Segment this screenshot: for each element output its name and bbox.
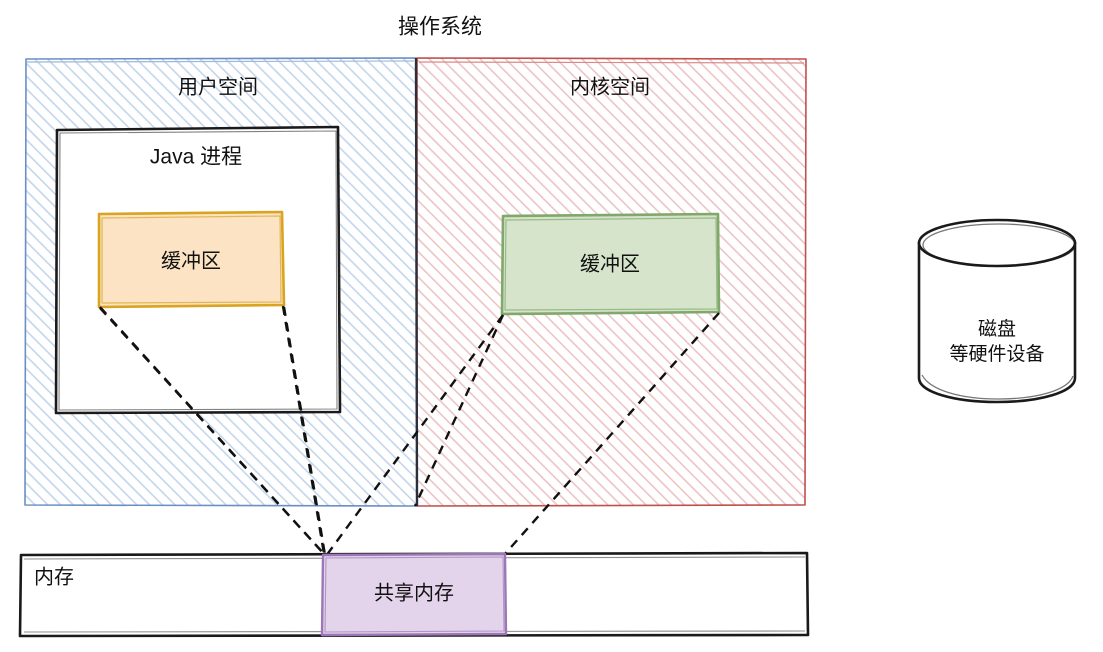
user-space-label: 用户空间 (178, 75, 258, 98)
shared-memory-box (320, 552, 508, 637)
shared-memory-region: 共享内存 (320, 552, 508, 637)
kernel-space-box-sketch-top (418, 61, 805, 64)
shared-memory-label: 共享内存 (374, 581, 454, 604)
user-buffer-box (97, 210, 286, 309)
java-process-label: Java 进程 (150, 146, 242, 169)
connector-orange-left-to-shared (99, 307, 326, 556)
user-kernel-divider (414, 57, 419, 507)
user-buffer-box-sketch (101, 215, 282, 304)
diagram-title: 操作系统 (398, 16, 482, 39)
java-process-box-sketch (58, 130, 338, 411)
shared-memory-box-sketch (324, 556, 505, 633)
kernel-buffer-box-sketch (504, 217, 718, 311)
connector-green-left-long (325, 314, 504, 557)
disk-label-line1: 磁盘 (978, 318, 1016, 340)
kernel-buffer-box (500, 212, 721, 316)
user-space-box-sketch-top (26, 60, 415, 63)
connector-green-right-to-shared (503, 312, 720, 556)
user-buffer-region: 缓冲区 (97, 210, 286, 309)
disk-label-line2: 等硬件设备 (949, 343, 1044, 365)
memory-label: 内存 (34, 565, 74, 588)
kernel-buffer-label: 缓冲区 (580, 252, 640, 275)
shared-memory-connectors (99, 306, 720, 556)
disk-cylinder-body (917, 241, 1077, 404)
disk-region: 磁盘 等硬件设备 (917, 218, 1077, 404)
connector-orange-right-to-shared (282, 306, 327, 556)
disk-cylinder-bottom-sketch (921, 374, 1074, 400)
kernel-space-label: 内核空间 (570, 75, 650, 98)
disk-cylinder-top-sketch (922, 223, 1076, 267)
connector-green-left-seg1 (413, 314, 505, 507)
connector-green-left-seg2 (325, 506, 415, 556)
user-buffer-label: 缓冲区 (161, 249, 221, 272)
kernel-buffer-region: 缓冲区 (500, 212, 721, 316)
